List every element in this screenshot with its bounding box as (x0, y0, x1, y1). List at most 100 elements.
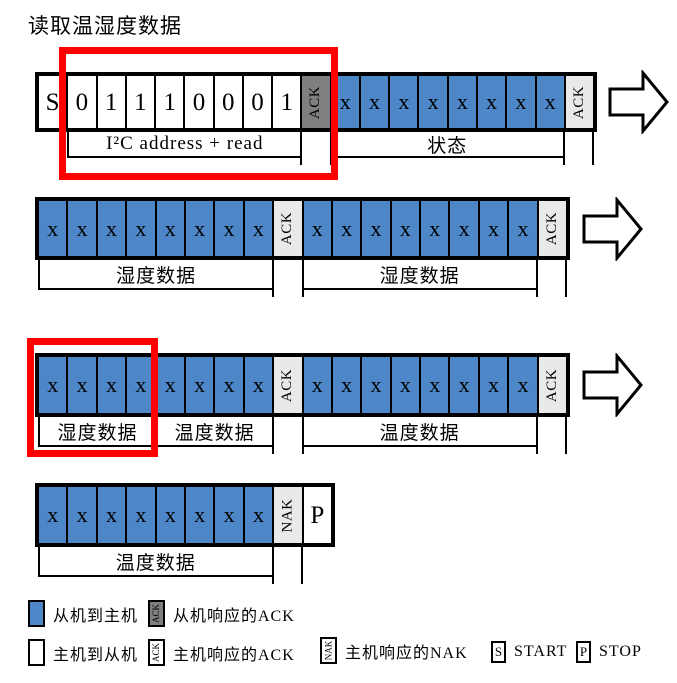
legend-swatch-icon: ACK (148, 639, 165, 666)
bit-cell: 1 (95, 76, 125, 128)
legend-item-label: 主机响应的NAK (345, 644, 468, 662)
bit-cell: x (95, 201, 126, 256)
bit-cell: x (242, 487, 273, 543)
cell-text: x (429, 372, 441, 397)
legend-swatch-icon (28, 600, 45, 627)
cell-text: x (486, 89, 498, 114)
bit-cell: x (477, 357, 508, 413)
bit-cell: x (388, 76, 418, 128)
bit-cell: x (358, 76, 389, 128)
cell-text: x (456, 89, 468, 114)
legend-item-label: 从机响应的ACK (173, 607, 295, 625)
bit-cell: 1 (124, 76, 155, 128)
ack-cell: ACK (272, 201, 302, 256)
legend-swatch-icon (28, 639, 45, 666)
legend-item-master_ack-ack: ACK 主机响应的ACK (148, 639, 295, 666)
cell-text: x (223, 372, 235, 397)
bit-cell: x (448, 357, 478, 413)
legend-item-start-s: S START (491, 641, 567, 663)
cell-text: x (339, 89, 351, 114)
legend-swatch-icon: S (491, 641, 506, 663)
cell-text: x (194, 372, 206, 397)
cell-text: x (252, 372, 264, 397)
group-label: 湿度数据 (38, 417, 158, 447)
bit-cell: x (242, 357, 273, 413)
bit-cell: x (448, 201, 478, 256)
cell-text: x (105, 372, 117, 397)
bit-cell: x (389, 201, 420, 256)
bit-cell: x (39, 487, 67, 543)
bit-cell: 0 (66, 76, 96, 128)
cell-text: x (370, 372, 382, 397)
bit-cell: x (154, 201, 184, 256)
page-title: 读取温湿度数据 (28, 14, 182, 38)
bit-cell: x (507, 357, 537, 413)
legend-item-label: STOP (599, 643, 642, 660)
bit-cell: x (360, 357, 390, 413)
bit-cell: x (419, 201, 449, 256)
cell-text: x (194, 502, 206, 527)
bit-cell: x (389, 357, 420, 413)
bit-cell: x (154, 487, 185, 543)
bit-cell: x (534, 76, 564, 128)
cell-text: x (399, 215, 411, 241)
cell-text: 1 (134, 88, 147, 116)
ack-cell: ACK (563, 76, 594, 128)
cell-text: 1 (280, 88, 294, 116)
cell-text: x (488, 372, 500, 397)
bit-cell: x (477, 201, 508, 256)
cell-text: x (341, 215, 353, 241)
cell-text: x (223, 215, 235, 241)
bit-cell: x (330, 357, 361, 413)
cell-text: ACK (279, 211, 296, 246)
group-label: 温度数据 (155, 417, 275, 447)
cell-text: x (253, 502, 265, 527)
cell-text: ACK (543, 211, 560, 246)
legend-swatch-icon: ACK (148, 600, 165, 627)
ack-cell: ACK (300, 76, 330, 128)
cell-text: P (310, 501, 325, 529)
bit-cell: x (505, 76, 535, 128)
cell-text: 0 (75, 88, 89, 116)
bit-cell: 0 (183, 76, 213, 128)
legend-swatch-icon: NAK (320, 637, 337, 664)
legend-item-label: 从机到主机 (53, 607, 139, 625)
continuation-arrow-icon (582, 195, 644, 266)
bit-cell: x (66, 357, 96, 413)
cell-text: ACK (570, 85, 587, 119)
cell-text: x (544, 89, 556, 114)
cell-text: x (458, 372, 470, 397)
group-label: 温度数据 (301, 417, 538, 447)
ack-bracket-line (300, 547, 303, 584)
cell-text: x (47, 215, 59, 241)
cell-text: x (427, 89, 439, 114)
cell-text: x (76, 372, 88, 397)
cell-text: x (370, 215, 382, 241)
legend-item-label: 主机响应的ACK (173, 646, 295, 664)
ack-cell: ACK (536, 201, 567, 256)
cell-text: x (164, 372, 176, 397)
bit-cell: S (39, 76, 67, 128)
cell-text: 0 (192, 88, 206, 116)
cell-text: x (369, 89, 381, 114)
bit-cell: x (329, 76, 359, 128)
cell-text: x (105, 215, 117, 241)
bit-cell: x (66, 201, 96, 256)
cell-text: x (311, 372, 323, 397)
bit-cell: x (95, 487, 126, 543)
bit-cell: x (242, 201, 273, 256)
group-label: I²C address + read (67, 132, 303, 158)
bit-cell: x (39, 357, 67, 413)
ack-cell: ACK (272, 357, 302, 413)
legend-swatch-text: NAK (323, 640, 333, 661)
cell-text: ACK (307, 85, 324, 119)
bit-cell: P (301, 487, 332, 543)
bit-cell: x (125, 201, 155, 256)
legend-item-slave: 从机到主机 (28, 600, 138, 627)
cell-text: x (398, 89, 410, 114)
legend-item-label: START (514, 643, 568, 660)
